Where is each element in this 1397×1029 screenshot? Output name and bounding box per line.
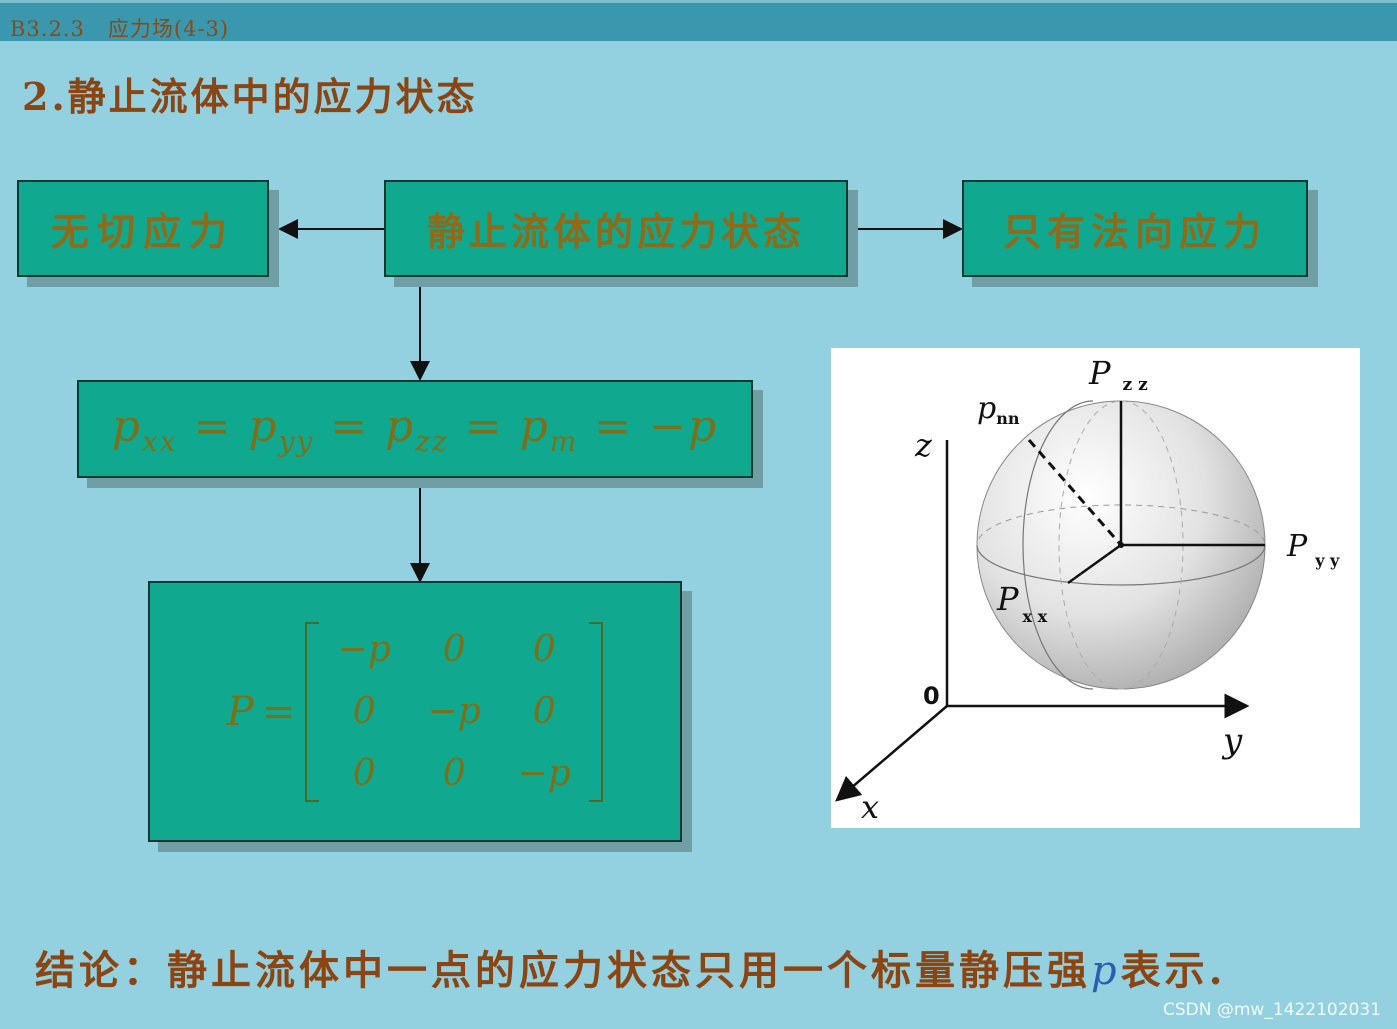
matrix-cell: 0	[442, 629, 466, 670]
matrix-cell: 0	[532, 691, 556, 732]
y-axis-label: y	[1221, 721, 1243, 761]
matrix-cell: −p	[427, 691, 481, 732]
conclusion-text: 结论：静止流体中一点的应力状态只用一个标量静压强p表示.	[35, 938, 1227, 996]
box-no-shear-stress: 无切应力	[17, 180, 269, 277]
equation-box: pxx = pyy = pzz = pm = −p	[77, 380, 753, 478]
header-bar: B3.2.3 应力场(4-3)	[0, 0, 1397, 41]
conclusion-variable: p	[1091, 948, 1121, 994]
matrix-cell: 0	[532, 629, 556, 670]
page-title: 2.静止流体中的应力状态	[22, 74, 478, 119]
section-subtitle: 应力场(4-3)	[107, 17, 230, 41]
matrix-cell: 0	[352, 753, 376, 794]
matrix-cells: −p 0 0 0 −p 0 0 0 −p	[319, 619, 589, 805]
matrix-right-bracket	[589, 621, 604, 802]
section-number: B3.2.3	[10, 17, 85, 41]
matrix-lhs: P	[226, 688, 254, 735]
sphere-center	[1118, 542, 1124, 548]
sphere-equator-front	[976, 544, 1266, 586]
box-static-fluid-label: 静止流体的应力状态	[426, 209, 805, 254]
sphere-meridian-front	[1022, 400, 1094, 690]
csdn-watermark: CSDN @mw_1422102031	[1163, 1000, 1381, 1020]
matrix-cell: 0	[442, 753, 466, 794]
box-normal-stress-only: 只有法向应力	[962, 180, 1308, 277]
pnn-vector	[1027, 439, 1123, 546]
pressure-equality-equation: pxx = pyy = pzz = pm = −p	[111, 400, 719, 458]
matrix-cell: 0	[352, 691, 376, 732]
matrix-left-bracket	[305, 621, 320, 802]
conclusion-end: 表示.	[1120, 947, 1227, 994]
x-axis-label: x	[861, 788, 879, 826]
stress-tensor-matrix: P = −p 0 0 0 −p 0 0 0 −p	[226, 619, 604, 805]
box-no-shear-stress-label: 无切应力	[50, 209, 235, 254]
x-axis	[835, 705, 948, 802]
pxx-vector	[1067, 543, 1122, 585]
z-axis-label: z	[914, 426, 933, 464]
box-static-fluid-stress-state: 静止流体的应力状态	[384, 180, 848, 277]
matrix-box: P = −p 0 0 0 −p 0 0 0 −p	[148, 581, 682, 842]
header-section-label: B3.2.3 应力场(4-3)	[10, 13, 229, 43]
box-normal-stress-label: 只有法向应力	[1002, 209, 1267, 254]
matrix-equals: =	[261, 688, 296, 735]
matrix-cell: −p	[337, 629, 391, 670]
conclusion-main: 结论：静止流体中一点的应力状态只用一个标量静压强	[35, 947, 1091, 994]
matrix-cell: −p	[517, 753, 571, 794]
pnn-label: pnn	[977, 391, 1020, 428]
origin-label: 0	[923, 682, 940, 710]
